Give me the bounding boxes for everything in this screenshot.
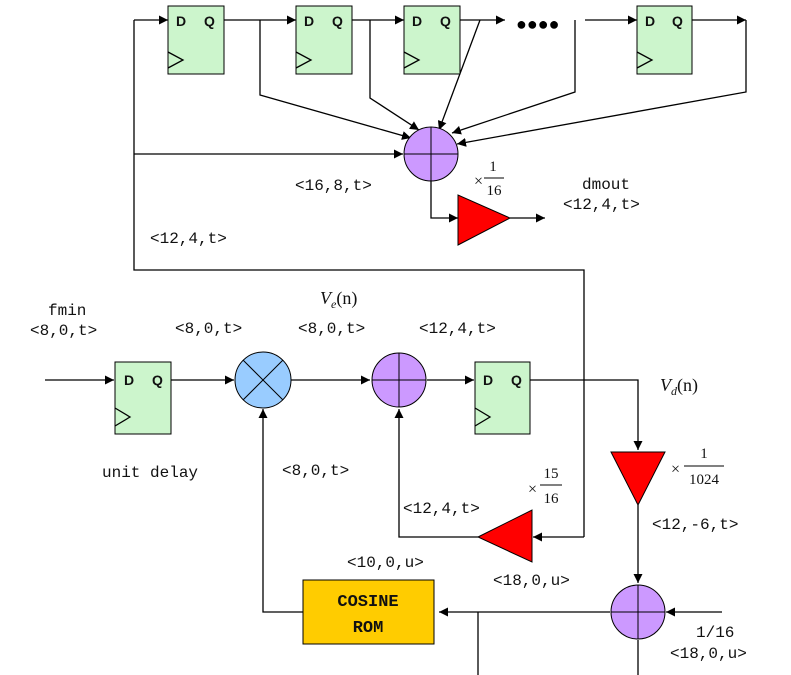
dmout-label: dmout — [582, 176, 630, 194]
mult-out-format-label: <8,0,t> — [175, 320, 242, 338]
ff-q-label: Q — [204, 13, 215, 29]
att-format-label: <12,-6,t> — [652, 516, 738, 534]
svg-text:16: 16 — [487, 183, 503, 199]
svg-text:×: × — [474, 173, 483, 190]
svg-text:15: 15 — [544, 466, 559, 482]
ve-label: Ve(n) — [320, 288, 357, 311]
gain-top-label: × 1 16 — [474, 159, 504, 199]
ff-d-label: D — [176, 13, 186, 29]
svg-text:1024: 1024 — [689, 472, 720, 488]
ff-d-label: D — [124, 372, 134, 388]
sum-top-format-label: <16,8,t> — [295, 177, 372, 195]
ve-format-label: <8,0,t> — [298, 320, 365, 338]
flipflop-3: D Q — [403, 5, 461, 75]
phase-inc-format-label: <18,0,u> — [670, 645, 747, 663]
feedback-format-label: <12,4,t> — [150, 230, 227, 248]
dmout-format-label: <12,4,t> — [563, 196, 640, 214]
fmin-format-label: <8,0,t> — [30, 322, 97, 340]
cosine-rom: COSINE ROM — [302, 579, 435, 645]
ellipsis-dots: ●●●● — [516, 14, 560, 34]
ff-d-label: D — [645, 13, 655, 29]
gain15-in-format-label: <18,0,u> — [493, 572, 570, 590]
adder-phase — [610, 584, 666, 640]
adder-accumulator — [371, 352, 427, 408]
ff-d-label: D — [483, 372, 493, 388]
gain-right-triangle — [610, 451, 666, 507]
svg-text:×: × — [671, 461, 680, 478]
rom-label-line2: ROM — [353, 619, 384, 638]
fmin-label: fmin — [48, 302, 86, 320]
rom-in-format-label: <10,0,u> — [347, 554, 424, 572]
rom-label-line1: COSINE — [337, 593, 398, 612]
ff-q-label: Q — [440, 13, 451, 29]
wires — [45, 15, 747, 675]
ff-d-label: D — [412, 13, 422, 29]
svg-text:16: 16 — [544, 491, 560, 507]
flipflop-1: D Q — [167, 5, 225, 75]
gain-bottom-triangle — [476, 509, 533, 563]
flipflop-n: D Q — [636, 5, 693, 75]
flipflop-input: D Q — [114, 361, 172, 435]
ff-q-label: Q — [152, 372, 163, 388]
ff-d-label: D — [304, 13, 314, 29]
acc-out-format-label: <12,4,t> — [419, 320, 496, 338]
svg-text:1: 1 — [489, 159, 497, 175]
vd-label: Vd(n) — [660, 375, 698, 398]
gain-top-triangle — [457, 194, 512, 246]
ff-q-label: Q — [672, 13, 683, 29]
flipflop-accumulator: D Q — [474, 361, 531, 435]
ff-q-label: Q — [332, 13, 343, 29]
gain-right-label: × 1 1024 — [671, 446, 724, 488]
fb-back-format-label: <12,4,t> — [403, 500, 480, 518]
flipflop-2: D Q — [295, 5, 353, 75]
multiplier — [234, 351, 292, 409]
svg-text:1: 1 — [700, 446, 708, 462]
cos-in-format-label: <8,0,t> — [282, 462, 349, 480]
unit-delay-label: unit delay — [102, 464, 198, 482]
phase-inc-value-label: 1/16 — [696, 624, 734, 642]
svg-text:×: × — [528, 481, 537, 498]
adder-top — [403, 126, 459, 182]
gain-bottom-label: × 15 16 — [528, 466, 562, 507]
ff-q-label: Q — [511, 372, 522, 388]
